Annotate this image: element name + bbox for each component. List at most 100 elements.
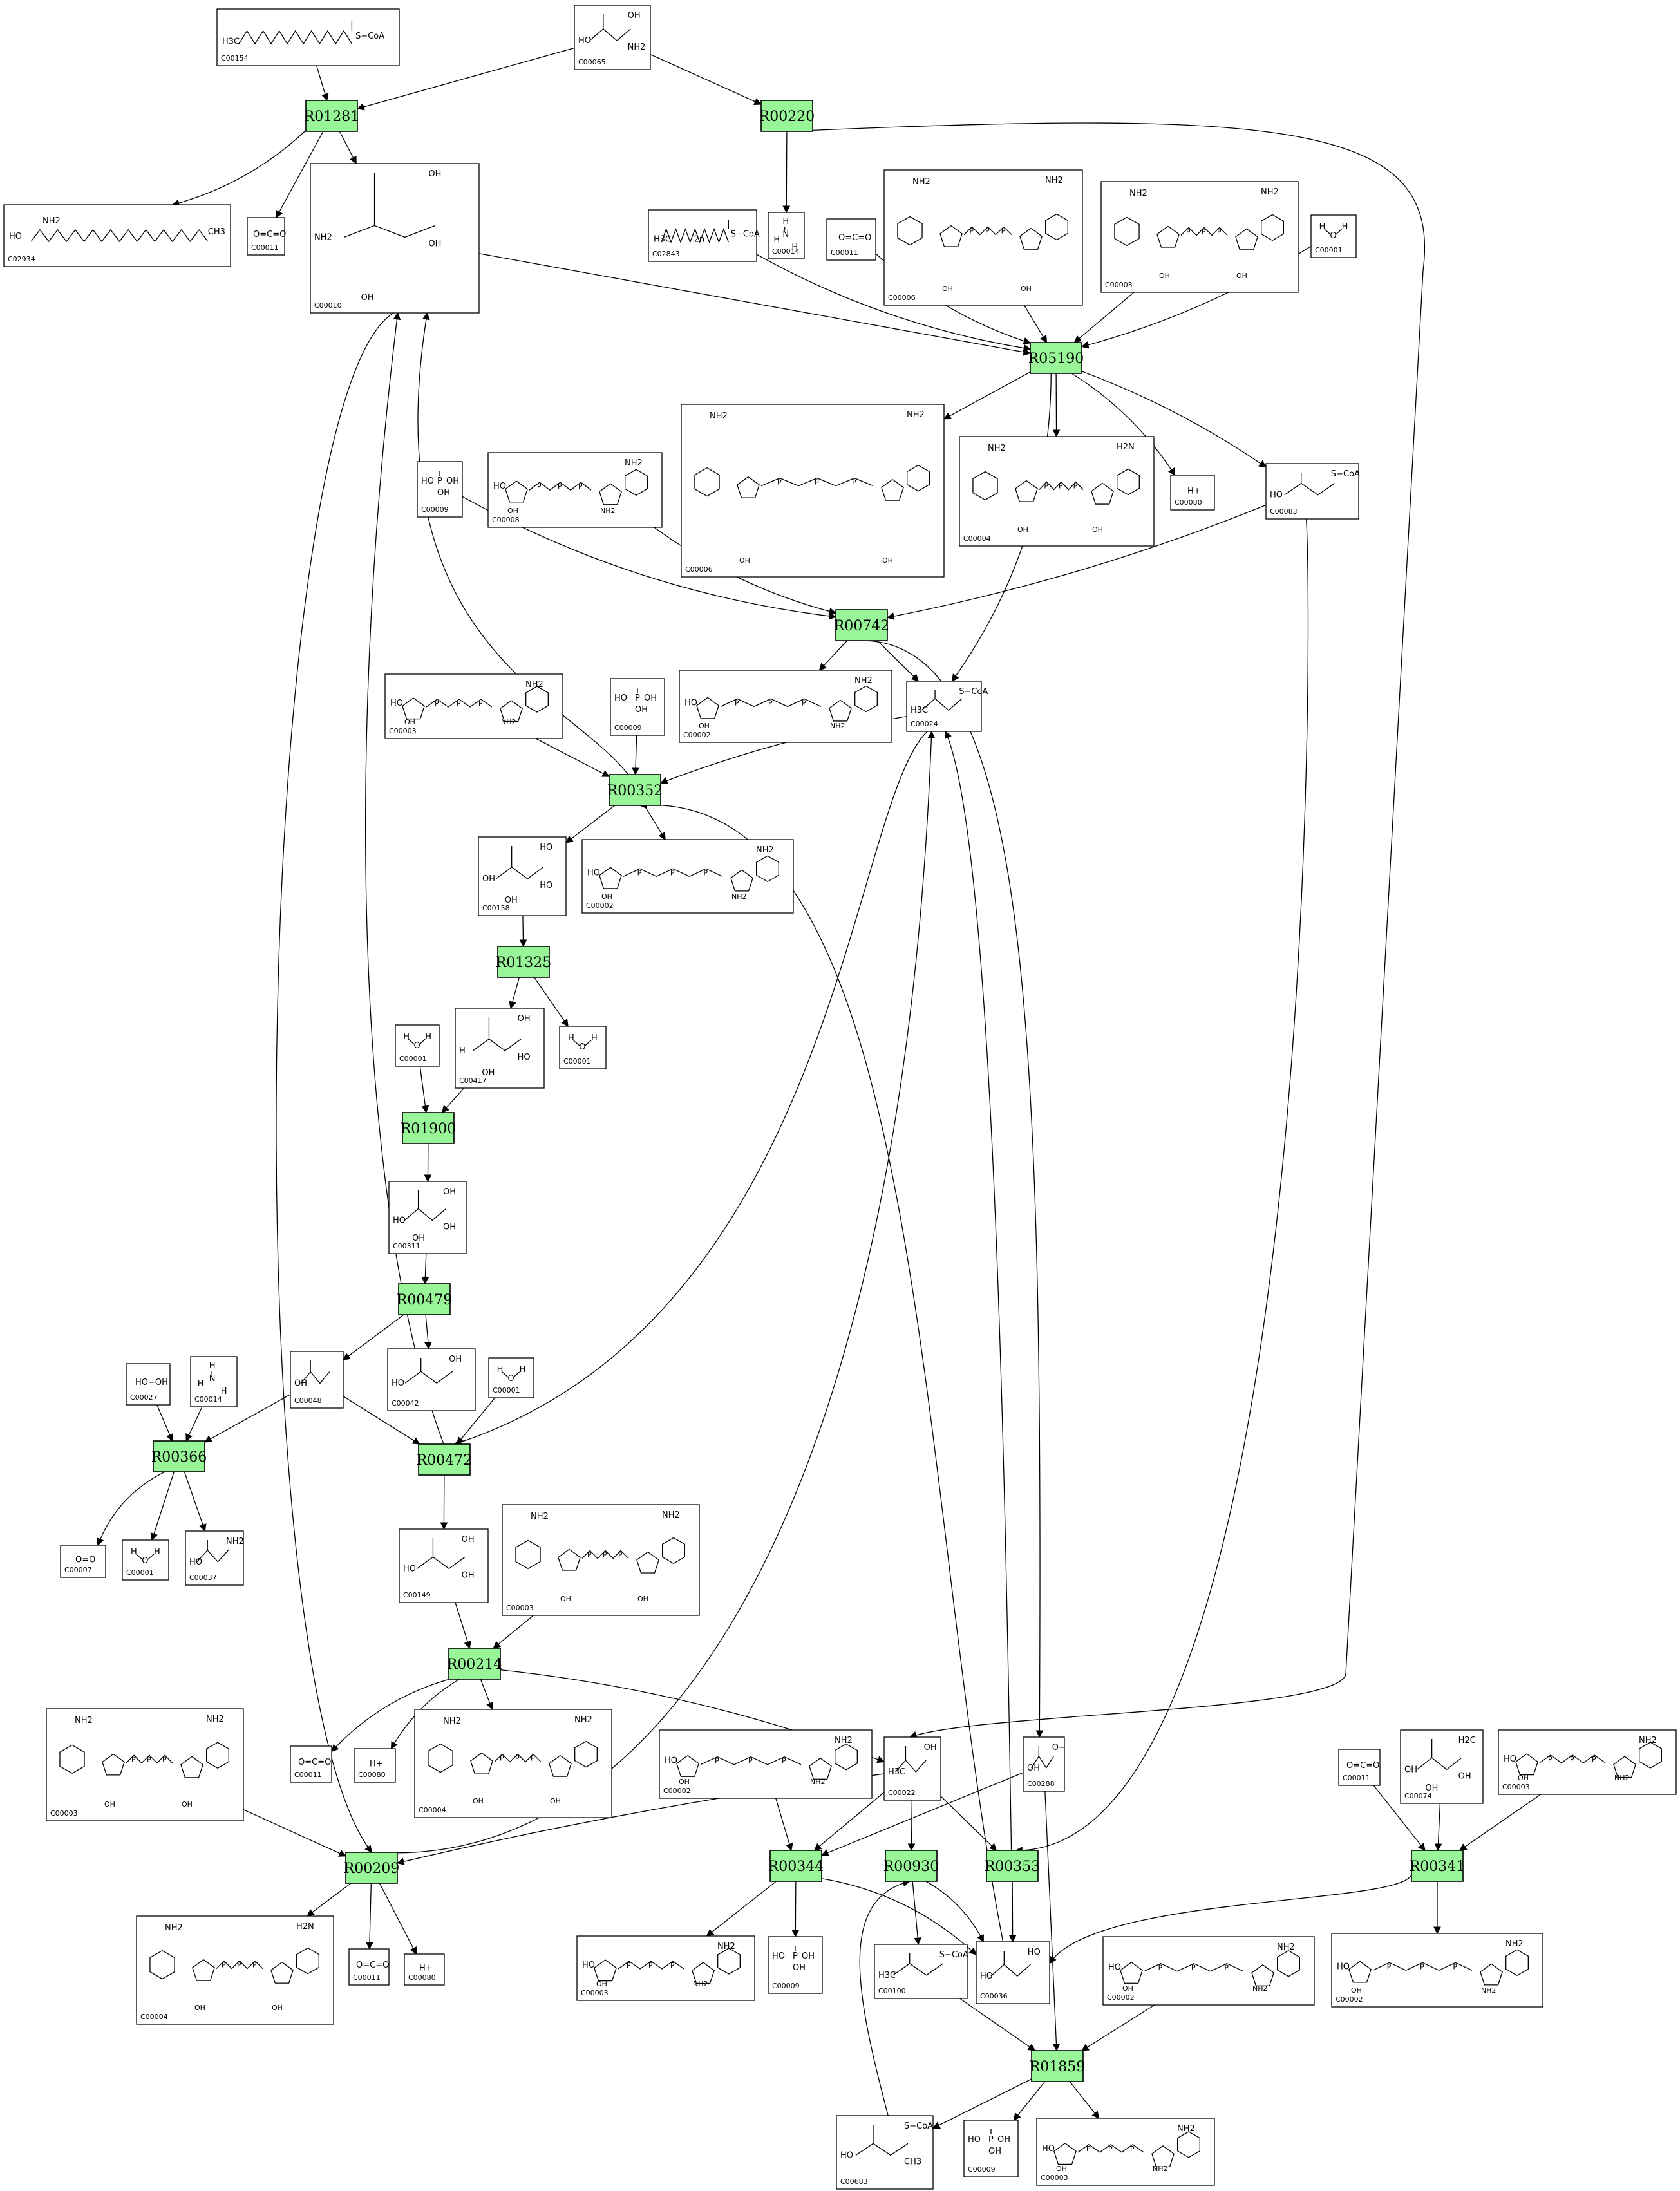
atom-label: NH2: [1153, 2165, 1168, 2173]
reaction-r00479[interactable]: R00479: [397, 1283, 453, 1315]
compound-id: C00022: [888, 1789, 916, 1797]
atom-label: OH: [601, 892, 612, 901]
compound-id: C00004: [419, 1806, 446, 1814]
atom-label: HO: [403, 1564, 416, 1574]
reaction-box[interactable]: [345, 1852, 398, 1884]
reaction-box[interactable]: [305, 100, 358, 132]
reaction-box[interactable]: [448, 1648, 501, 1680]
atom-label: P: [531, 1754, 535, 1763]
atom-label: P: [1059, 482, 1063, 491]
reaction-box[interactable]: [609, 774, 661, 806]
atom-label: HO: [9, 232, 22, 241]
atom-label: OH: [507, 507, 518, 515]
atom-label: HO: [518, 1053, 531, 1062]
atom-label: OH: [1404, 1765, 1417, 1774]
atom-label: NH2: [717, 1942, 735, 1951]
edge-R00353-c036: [1008, 1881, 1017, 1943]
atom-label: P: [715, 1757, 719, 1765]
atom-label: HO: [540, 843, 552, 852]
reaction-r01281[interactable]: R01281: [304, 100, 360, 132]
edge-R01281-c011a: [276, 131, 324, 219]
atom-label: P: [1001, 227, 1006, 236]
atom-label: HO: [540, 881, 552, 890]
atom-label: HO: [1028, 1948, 1041, 1957]
reaction-r00930[interactable]: R00930: [883, 1850, 939, 1882]
reaction-box[interactable]: [1030, 342, 1082, 374]
reaction-r01900[interactable]: R01900: [401, 1112, 457, 1144]
edge-c022-R00353: [940, 1796, 997, 1851]
reaction-box[interactable]: [497, 946, 550, 978]
reaction-r00472[interactable]: R00472: [417, 1443, 473, 1476]
edge-c158-R01325: [519, 915, 527, 948]
reaction-box[interactable]: [986, 1850, 1039, 1882]
reaction-r00341[interactable]: R00341: [1410, 1850, 1466, 1882]
reaction-label: R00930: [883, 1859, 939, 1875]
atom-label: H: [221, 1387, 227, 1396]
atom-label: OH: [1518, 1774, 1529, 1782]
atom-label: OH: [1122, 1984, 1133, 1993]
atom-label: N: [782, 230, 789, 240]
atom-label: P: [1158, 1964, 1163, 1972]
atom-label: OH: [449, 1355, 462, 1364]
compound-node: H+C00080: [1170, 475, 1215, 511]
edge-R00366-c037: [184, 1471, 207, 1532]
atom-label: OH: [272, 2004, 283, 2012]
atom-label: P: [802, 699, 806, 707]
compound-id: C00003: [1502, 1783, 1530, 1791]
edge-c003d-R00209: [243, 1809, 347, 1857]
reaction-r00344[interactable]: R00344: [768, 1850, 824, 1882]
reaction-r00353[interactable]: R00353: [985, 1850, 1041, 1882]
edge-R00742-c002a: [818, 640, 847, 671]
edge-c010-R00209: [276, 312, 394, 1853]
compound-box: [354, 1748, 396, 1783]
atom-label: NH2: [314, 232, 332, 242]
reaction-r01859[interactable]: R01859: [1030, 2050, 1086, 2082]
reaction-box[interactable]: [760, 100, 813, 132]
reaction-r00742[interactable]: R00742: [834, 609, 890, 641]
reaction-box[interactable]: [153, 1440, 205, 1472]
reaction-box[interactable]: [418, 1443, 471, 1476]
compound-node: H+C00080: [404, 1953, 445, 1986]
edge-R00344-c003f: [706, 1881, 777, 1937]
reaction-box[interactable]: [885, 1850, 938, 1882]
reaction-r00209[interactable]: R00209: [344, 1852, 400, 1884]
reaction-box[interactable]: [769, 1850, 822, 1882]
reaction-box[interactable]: [402, 1112, 455, 1144]
atom-label: HO: [980, 1971, 993, 1981]
reaction-r05190[interactable]: R05190: [1028, 342, 1084, 374]
reaction-box[interactable]: [835, 609, 888, 641]
reaction-box[interactable]: [1411, 1850, 1464, 1882]
compound-id: C00065: [578, 58, 606, 66]
reaction-r00214[interactable]: R00214: [447, 1648, 503, 1680]
atom-label: H: [497, 1365, 504, 1375]
compound-node: OHO−C00288: [1023, 1736, 1066, 1792]
edge-R01859-c009d: [1013, 2081, 1046, 2121]
reaction-box[interactable]: [1031, 2050, 1084, 2082]
reaction-r00366[interactable]: R00366: [151, 1440, 207, 1472]
edge-R00352-c002b: [644, 805, 666, 840]
edge-R00209-c004c: [307, 1883, 352, 1917]
compound-id: C00001: [493, 1386, 520, 1395]
compound-id: C00014: [772, 247, 800, 256]
atom-label: H: [1342, 222, 1348, 232]
reaction-box[interactable]: [398, 1283, 451, 1315]
atom-label: OH: [739, 556, 750, 565]
reaction-r00220[interactable]: R00220: [759, 100, 815, 132]
atom-label: O=C=O: [1346, 1761, 1379, 1771]
atom-label: O: [507, 1374, 514, 1384]
reaction-r01325[interactable]: R01325: [496, 946, 552, 978]
edge-c002c-R00344: [775, 1798, 793, 1852]
atom-label: S−CoA: [904, 2121, 933, 2131]
atom-label: H: [198, 1379, 204, 1389]
atom-label: NH2: [165, 1923, 183, 1933]
atom-label: P: [131, 1755, 136, 1763]
compound-id: C00006: [888, 294, 916, 302]
reaction-r00352[interactable]: R00352: [607, 774, 663, 806]
edge-R00209-c024: [379, 730, 936, 1854]
